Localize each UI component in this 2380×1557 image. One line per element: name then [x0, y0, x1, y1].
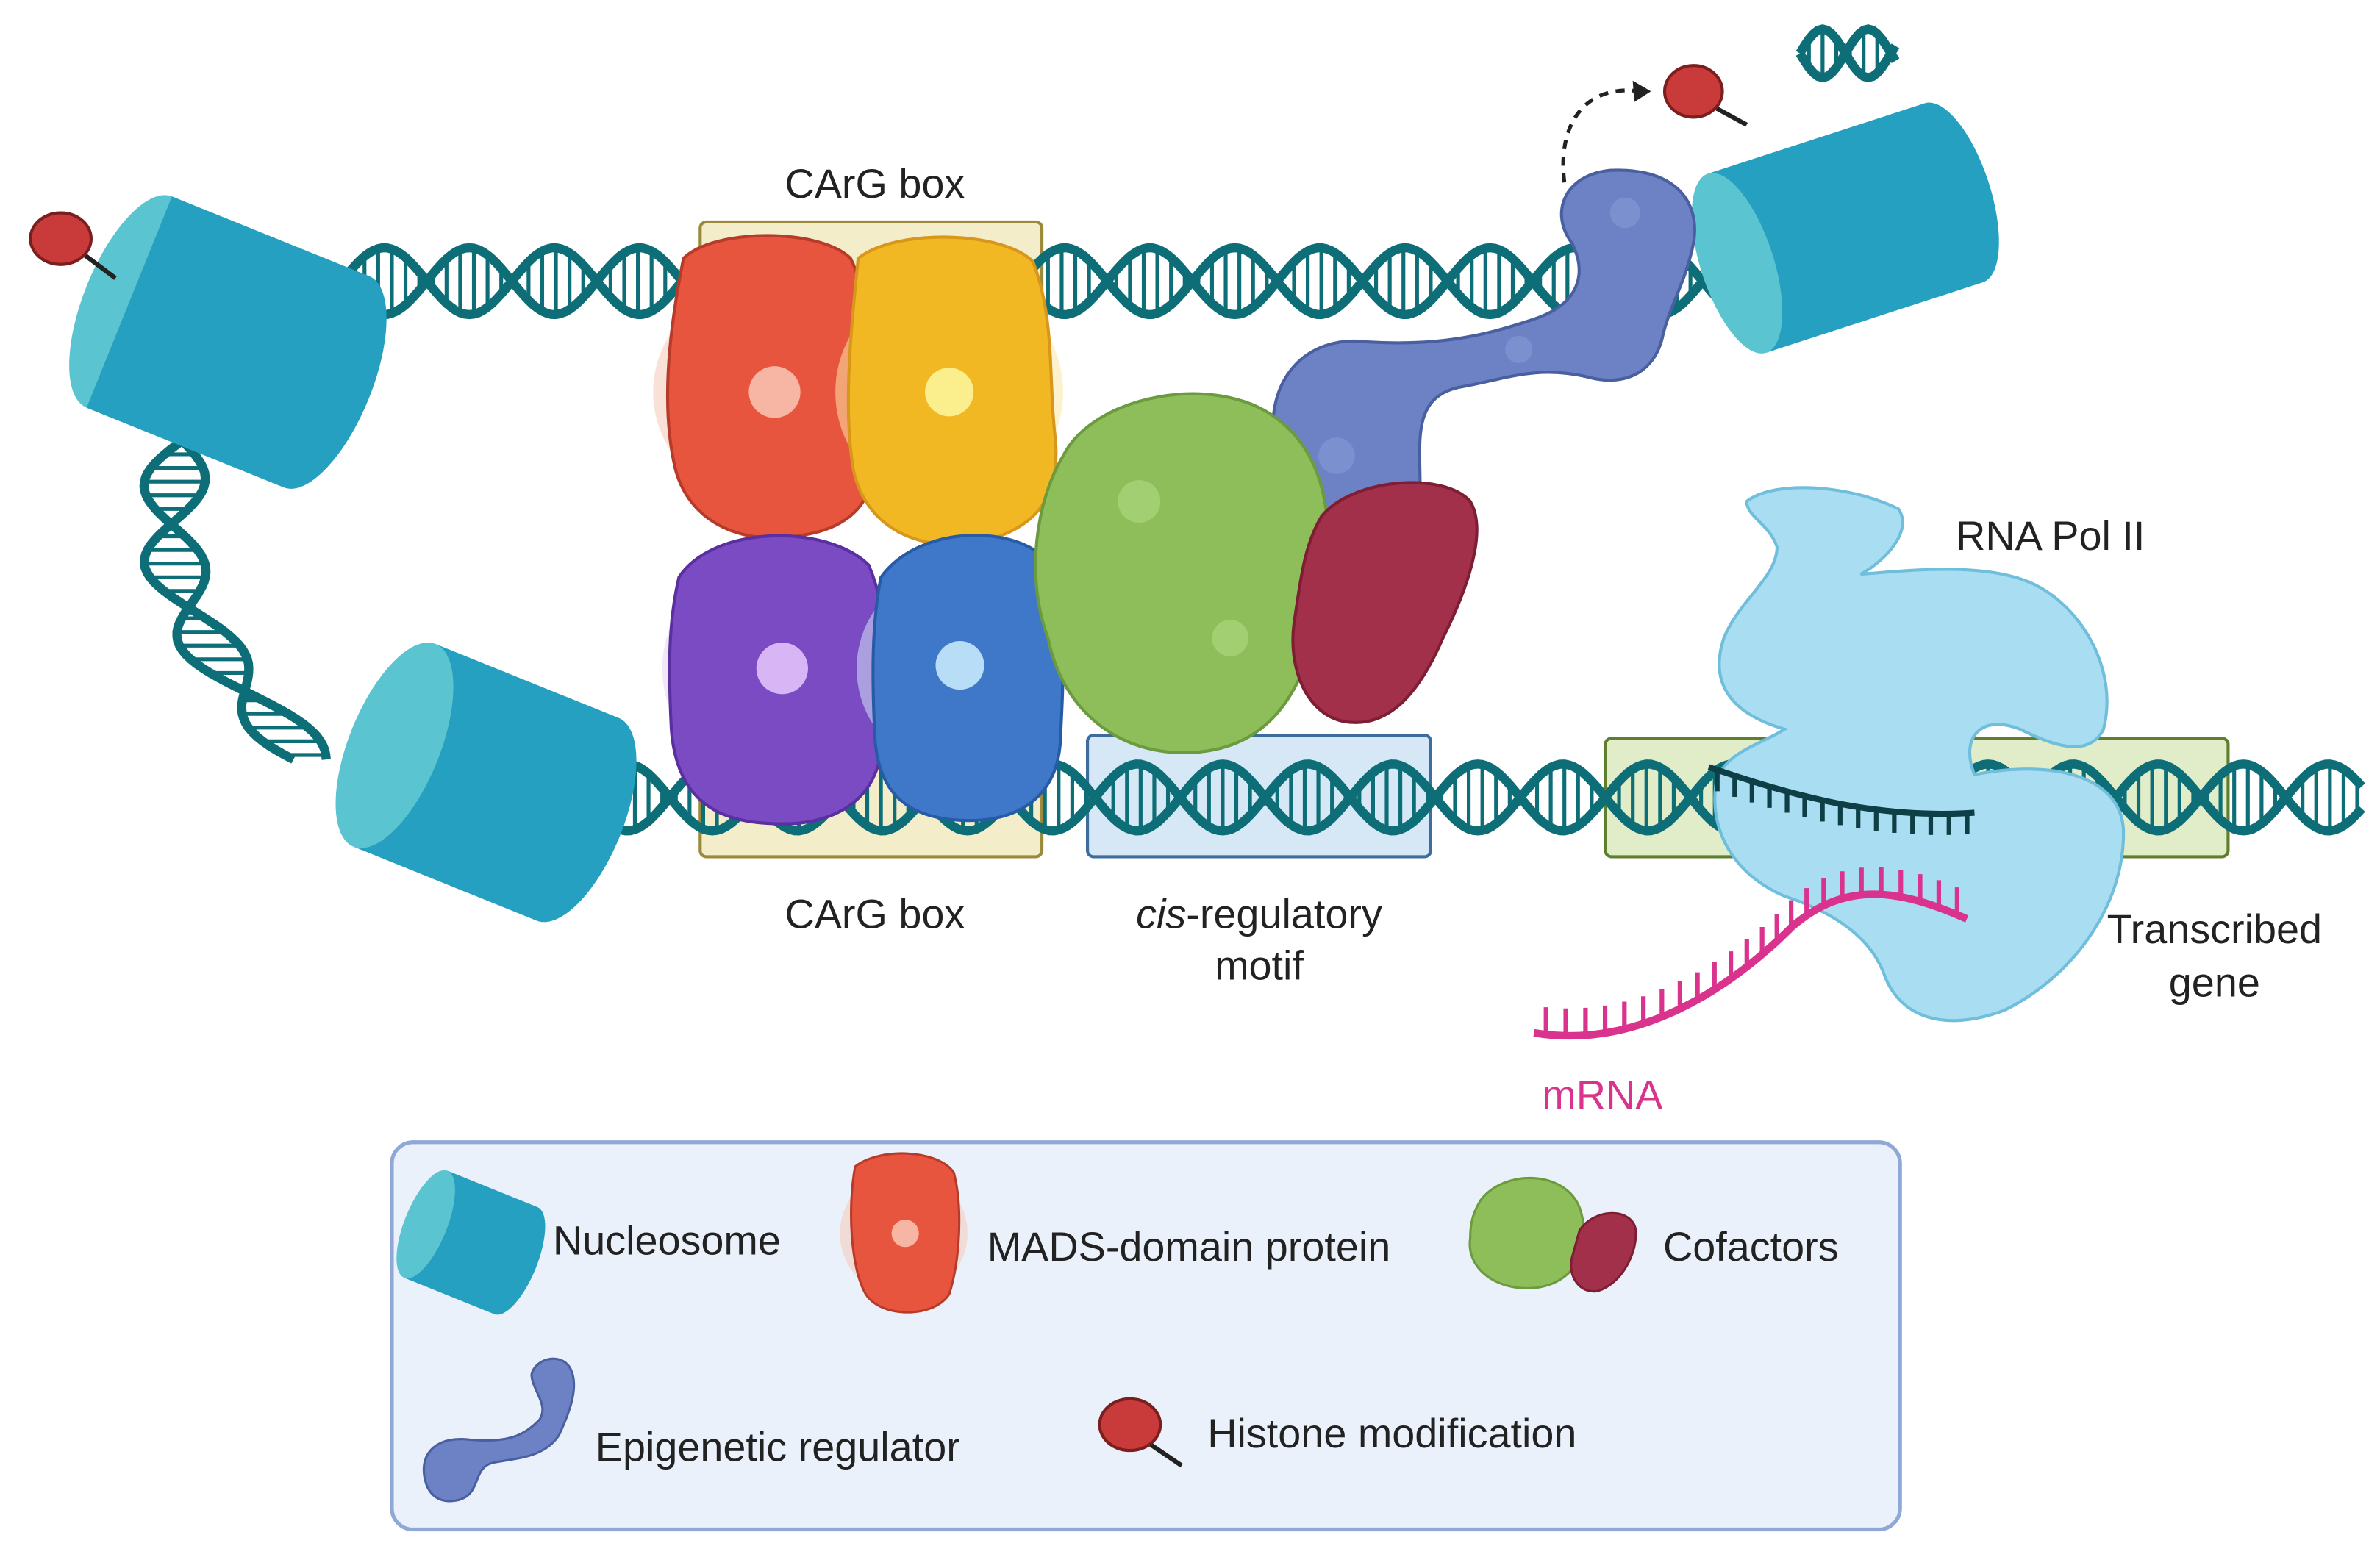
legend-panel	[390, 1140, 1902, 1532]
rna-pol-ii-label: RNA Pol II	[1956, 513, 2145, 559]
legend-mads-icon	[840, 1152, 968, 1314]
legend-nucleosome-icon	[396, 1170, 546, 1315]
mads-protein-yellow	[835, 235, 1064, 546]
dna-backbone	[140, 437, 296, 764]
transcribed-label: Transcribed	[2107, 906, 2322, 952]
motif-label: motif	[1215, 943, 1304, 989]
template-strand-ticks	[1715, 770, 1970, 835]
legend-epigenetic-icon	[422, 1357, 576, 1503]
histone-modification-left	[29, 211, 117, 280]
mrna-label: mRNA	[1542, 1072, 1663, 1117]
gene-label: gene	[2169, 959, 2260, 1005]
legend-mads-label: MADS-domain protein	[987, 1224, 1391, 1270]
mrna-strand	[1533, 867, 1969, 1040]
mads-protein-red	[653, 234, 877, 540]
carg-box-label-top: CArG box	[785, 161, 965, 207]
legend-histone-label: Histone modification	[1207, 1411, 1576, 1456]
nucleosome-top-right	[1691, 102, 1999, 354]
dna-exit-helix	[1795, 24, 1900, 83]
rna-pol-ii	[1713, 486, 2126, 1023]
legend-cofactors-icon	[1468, 1176, 1637, 1293]
arrow-head	[1632, 80, 1651, 102]
dna-backbone	[337, 243, 1781, 320]
dna-backbone	[139, 437, 331, 760]
nucleosome-top-left	[69, 195, 387, 489]
legend-histone-icon	[1098, 1397, 1183, 1468]
cofactor-green	[1034, 392, 1330, 754]
epigenetic-regulator	[1271, 168, 1696, 526]
dna-loop-helix	[139, 437, 331, 764]
carg-box-label-bottom: CArG box	[785, 891, 965, 937]
modification-transfer-arrow	[1561, 88, 1641, 183]
cis-regulatory-label: cis-regulatory	[1136, 891, 1382, 937]
nucleosome-bottom-left	[335, 643, 637, 923]
legend-nucleosome-label: Nucleosome	[553, 1218, 781, 1264]
legend-cofactors-label: Cofactors	[1663, 1224, 1839, 1270]
legend-epigenetic-label: Epigenetic regulator	[596, 1425, 960, 1470]
cofactor-red	[1291, 481, 1479, 724]
histone-modification-right	[1662, 64, 1748, 127]
dna-backbone	[1795, 24, 1900, 83]
mads-protein-purple	[662, 534, 889, 826]
dna-backbone	[337, 243, 1781, 320]
mads-protein-blue	[857, 534, 1065, 823]
